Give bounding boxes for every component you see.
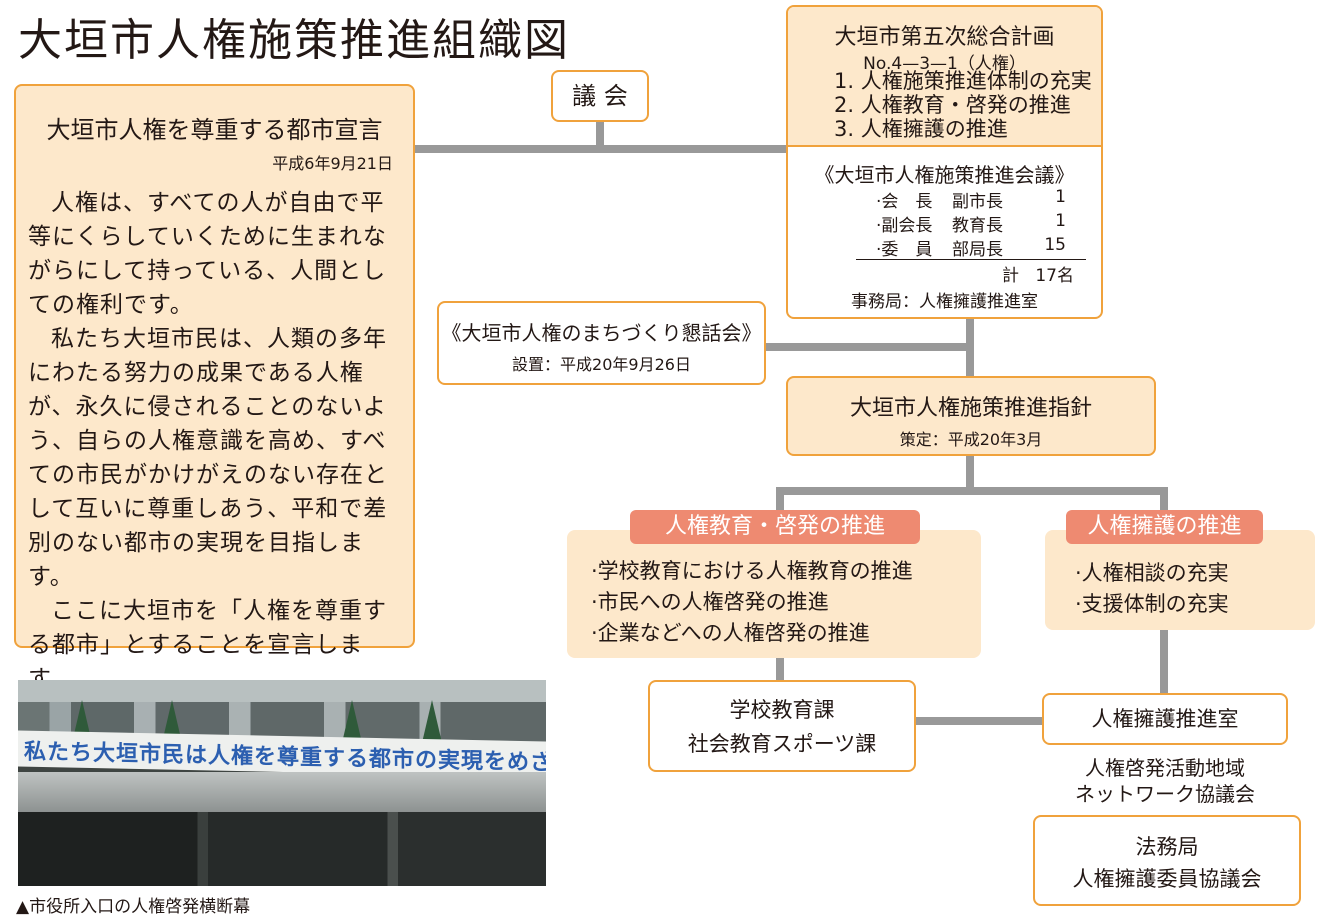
- member-count: 1: [1055, 187, 1066, 207]
- connector-edu-school: [776, 656, 784, 682]
- advocacy-office-box: 人権擁護推進室: [1042, 693, 1288, 745]
- connector-branch-left: [776, 487, 784, 515]
- connector-school-office: [914, 717, 1046, 725]
- advocacy-label: 人権擁護の推進: [1066, 510, 1263, 544]
- gikai-label: 議 会: [572, 82, 628, 110]
- declaration-title: 大垣市人権を尊重する都市宣言: [46, 116, 383, 144]
- member-post: 教育長: [952, 216, 1003, 236]
- legal-line2: 人権擁護委員協議会: [1072, 867, 1262, 891]
- network-line: ネットワーク協議会: [1075, 782, 1255, 806]
- legal-line1: 法務局: [1135, 835, 1199, 859]
- council-member-row: ·副会長 教育長 1: [876, 211, 1076, 236]
- connector-decl-plan: [412, 145, 788, 153]
- advocacy-office-label: 人権擁護推進室: [1091, 707, 1239, 731]
- member-post: 副市長: [952, 192, 1003, 212]
- legal-bureau-box: 法務局 人権擁護委員協議会: [1033, 815, 1301, 906]
- education-box: ·学校教育における人権教育の推進 ·市民への人権啓発の推進 ·企業などへの人権啓…: [567, 530, 981, 658]
- plan-title: 大垣市第五次総合計画: [834, 25, 1055, 50]
- network-label: 人権啓発活動地域 ネットワーク協議会: [1040, 755, 1290, 807]
- school-dept-line2: 社会教育スポーツ課: [687, 732, 877, 756]
- connector-forum: [764, 343, 970, 351]
- plan-item: 2. 人権教育・啓発の推進: [834, 93, 1071, 117]
- network-line: 人権啓発活動地域: [1085, 756, 1245, 780]
- declaration-paragraph: 人権は、すべての人が自由で平等にくらしていくために生まれながらにして持っている、…: [28, 190, 387, 318]
- council-office: 事務局：人権擁護推進室: [851, 292, 1038, 312]
- education-label: 人権教育・啓発の推進: [630, 510, 920, 544]
- member-count: 1: [1055, 211, 1066, 231]
- forum-box: 《大垣市人権のまちづくり懇話会》 設置：平成20年9月26日: [437, 301, 766, 385]
- photo-caption: ▲市役所入口の人権啓発横断幕: [16, 897, 251, 917]
- guideline-box: 大垣市人権施策推進指針 策定：平成20年3月: [786, 376, 1156, 456]
- photo-banner-text: 私たち大垣市民は人権を尊重する都市の実現をめざします: [24, 739, 546, 778]
- total-value: 17名: [1035, 266, 1074, 286]
- education-item: ·市民への人権啓発の推進: [591, 590, 829, 614]
- council-member-row: ·委 員 部局長 15: [876, 235, 1076, 260]
- council-member-row: ·会 長 副市長 1: [876, 187, 1076, 212]
- education-item: ·企業などへの人権啓発の推進: [591, 621, 870, 645]
- guideline-title: 大垣市人権施策推進指針: [849, 396, 1092, 421]
- member-role: ·会 長: [876, 192, 933, 212]
- connector-branch-right: [1160, 487, 1168, 515]
- declaration-date: 平成6年9月21日: [272, 154, 393, 173]
- member-count: 15: [1044, 235, 1066, 255]
- connector-guide-down: [966, 455, 974, 493]
- council-total-rule: [856, 259, 1086, 260]
- declaration-paragraph: ここに大垣市を「人権を尊重する都市」とすることを宣言します。: [28, 598, 387, 692]
- school-dept-box: 学校教育課 社会教育スポーツ課: [648, 680, 916, 772]
- member-post: 部局長: [952, 240, 1003, 260]
- forum-date: 設置：平成20年9月26日: [512, 355, 691, 374]
- plan-council-box: 大垣市第五次総合計画 No.4—3—1（人権） 1. 人権施策推進体制の充実 2…: [786, 5, 1103, 319]
- plan-item: 3. 人権擁護の推進: [834, 117, 1008, 141]
- gikai-box: 議 会: [551, 70, 649, 122]
- connector-gikai: [596, 119, 604, 149]
- school-dept-line1: 学校教育課: [729, 698, 835, 722]
- council-title: 《大垣市人権施策推進会議》: [814, 163, 1075, 187]
- advocacy-item: ·人権相談の充実: [1075, 561, 1229, 585]
- connector-branch: [776, 487, 1168, 495]
- plan-item: 1. 人権施策推進体制の充実: [834, 69, 1092, 93]
- city-hall-photo: 私たち大垣市民は人権を尊重する都市の実現をめざします: [18, 680, 546, 886]
- connector-council-guide: [966, 318, 974, 378]
- photo-entrance: [18, 812, 546, 886]
- member-role: ·委 員: [876, 240, 933, 260]
- photo-canopy: [18, 772, 546, 812]
- education-item: ·学校教育における人権教育の推進: [591, 559, 913, 583]
- total-label: 計: [1002, 266, 1019, 286]
- council-total-row: 計 17名: [876, 261, 1076, 286]
- declaration-box: 大垣市人権を尊重する都市宣言 平成6年9月21日 人権は、すべての人が自由で平等…: [14, 84, 415, 692]
- forum-title: 《大垣市人権のまちづくり懇話会》: [441, 321, 762, 345]
- declaration-paragraph: 私たち大垣市民は、人類の多年にわたる努力の成果である人権が、永久に侵されることの…: [28, 326, 388, 590]
- guideline-date: 策定：平成20年3月: [899, 430, 1043, 449]
- connector-adv-office: [1160, 630, 1168, 694]
- plan-section: 大垣市第五次総合計画 No.4—3—1（人権） 1. 人権施策推進体制の充実 2…: [788, 7, 1101, 147]
- declaration-body: 人権は、すべての人が自由で平等にくらしていくために生まれながらにして持っている、…: [28, 186, 404, 696]
- page-title: 大垣市人権施策推進組織図: [18, 15, 570, 66]
- member-role: ·副会長: [876, 216, 933, 236]
- advocacy-box: ·人権相談の充実 ·支援体制の充実: [1045, 530, 1315, 630]
- advocacy-item: ·支援体制の充実: [1075, 592, 1229, 616]
- plan-sub: No.4—3—1（人権）: [863, 54, 1026, 74]
